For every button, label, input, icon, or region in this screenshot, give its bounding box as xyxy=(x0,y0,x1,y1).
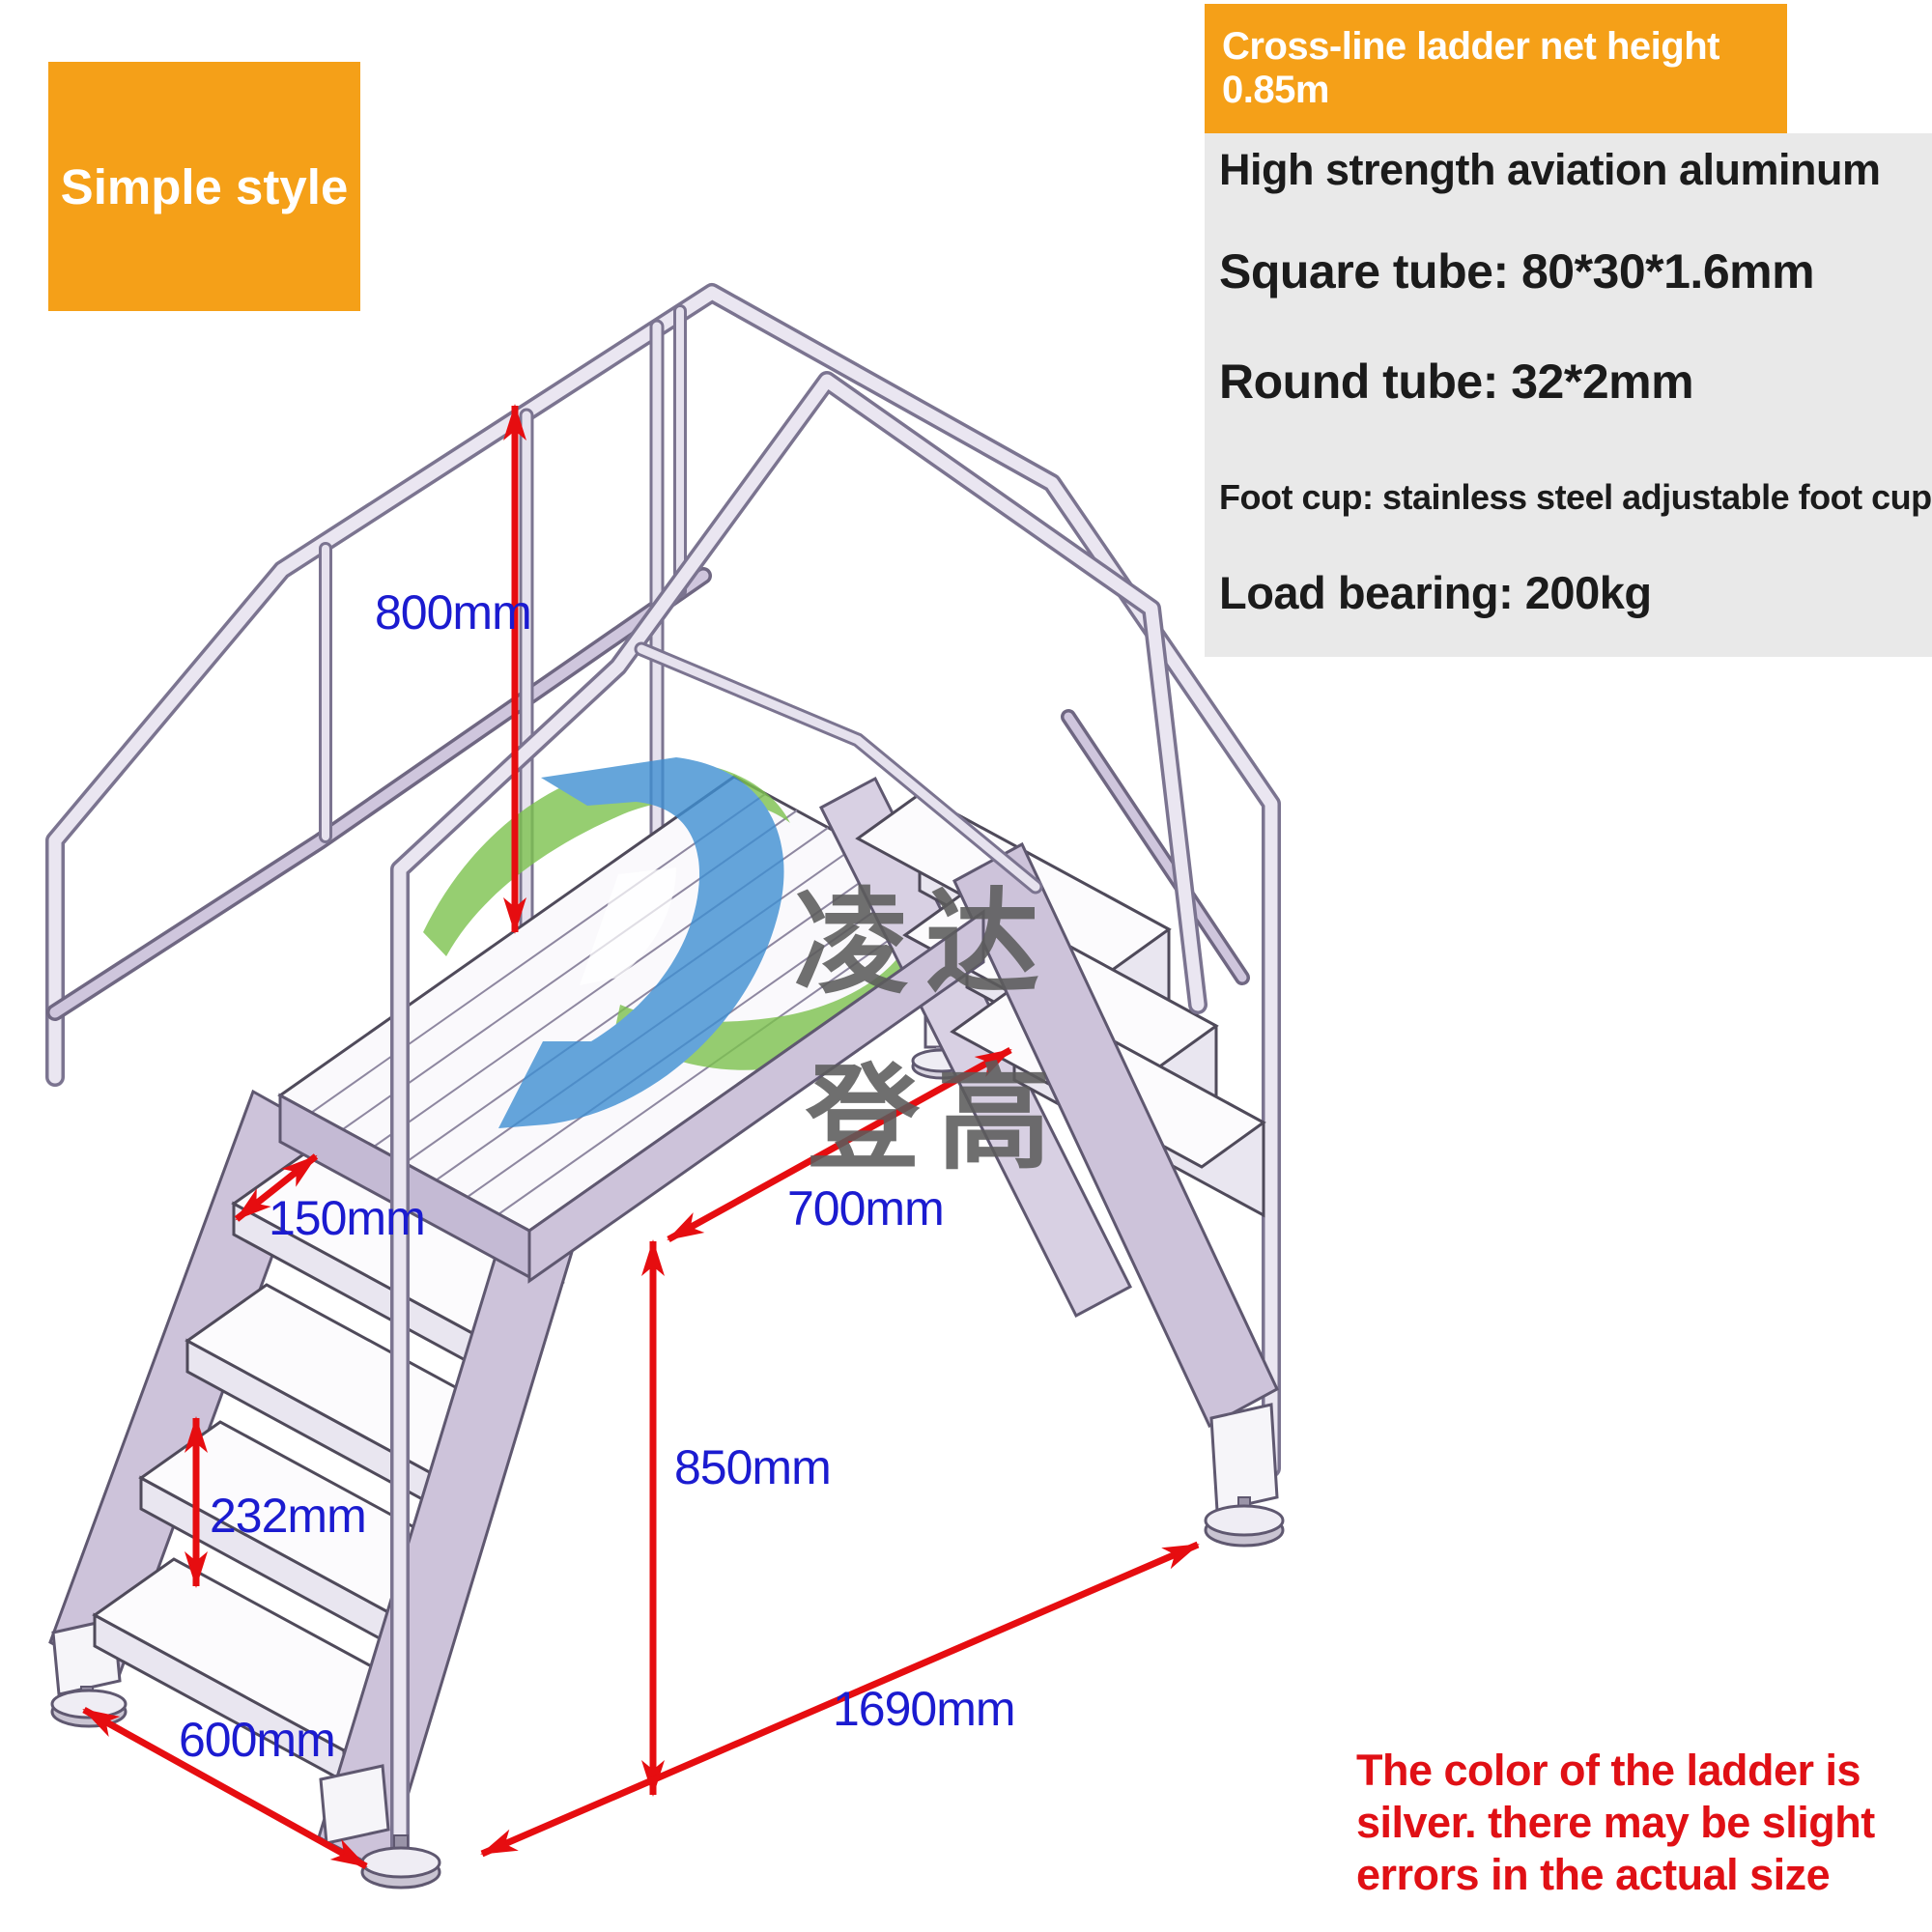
arrow-1690mm xyxy=(480,1541,1200,1858)
dim-label-step-rise: 232mm xyxy=(210,1489,367,1543)
far-handrail-tube xyxy=(45,283,1281,1478)
dim-label-ladder-width: 600mm xyxy=(179,1713,336,1767)
dimension-arrows xyxy=(82,404,1200,1870)
dim-label-platform-length: 700mm xyxy=(787,1181,945,1236)
style-badge: Simple style xyxy=(48,62,360,311)
arrow-150mm xyxy=(234,1153,319,1222)
watermark-text-line2: 登高 xyxy=(806,1056,1069,1183)
right-stair-foot-cup xyxy=(1204,1403,1285,1548)
disclaimer-line-2: silver. there may be slight xyxy=(1356,1798,1875,1847)
left-near-foot-block xyxy=(319,1764,390,1845)
style-badge-label: Simple style xyxy=(60,158,349,214)
spec-foot-cup: Foot cup: stainless steel adjustable foo… xyxy=(1219,477,1932,517)
watermark-text-line1: 凌达 xyxy=(794,880,1058,1008)
spec-round-tube: Round tube: 32*2mm xyxy=(1219,355,1694,409)
spec-material: High strength aviation aluminum xyxy=(1219,145,1881,194)
disclaimer-line-1: The color of the ladder is xyxy=(1356,1746,1861,1795)
product-title-banner: Cross-line ladder net height 0.85m xyxy=(1205,4,1787,133)
far-mid-rail xyxy=(46,567,712,1021)
arrow-600mm xyxy=(82,1706,368,1870)
color-disclaimer-note: The color of the ladder is silver. there… xyxy=(1356,1745,1875,1901)
right-mid-rail xyxy=(1061,709,1250,985)
spec-square-tube: Square tube: 80*30*1.6mm xyxy=(1219,244,1815,298)
arrow-700mm xyxy=(667,1046,1012,1243)
disclaimer-line-3: errors in the actual size xyxy=(1356,1850,1831,1899)
dim-label-step-depth: 150mm xyxy=(269,1191,426,1245)
product-title: Cross-line ladder net height 0.85m xyxy=(1222,25,1719,111)
spec-load-bearing: Load bearing: 200kg xyxy=(1219,567,1652,618)
near-rail-foot-cup xyxy=(360,1834,441,1889)
dim-label-platform-height: 850mm xyxy=(674,1440,832,1494)
dim-label-overall-length: 1690mm xyxy=(833,1682,1016,1736)
near-handrail-tube xyxy=(390,371,1208,1872)
dim-label-rail-height: 800mm xyxy=(375,585,532,639)
spec-panel: High strength aviation aluminum Square t… xyxy=(1205,133,1932,657)
